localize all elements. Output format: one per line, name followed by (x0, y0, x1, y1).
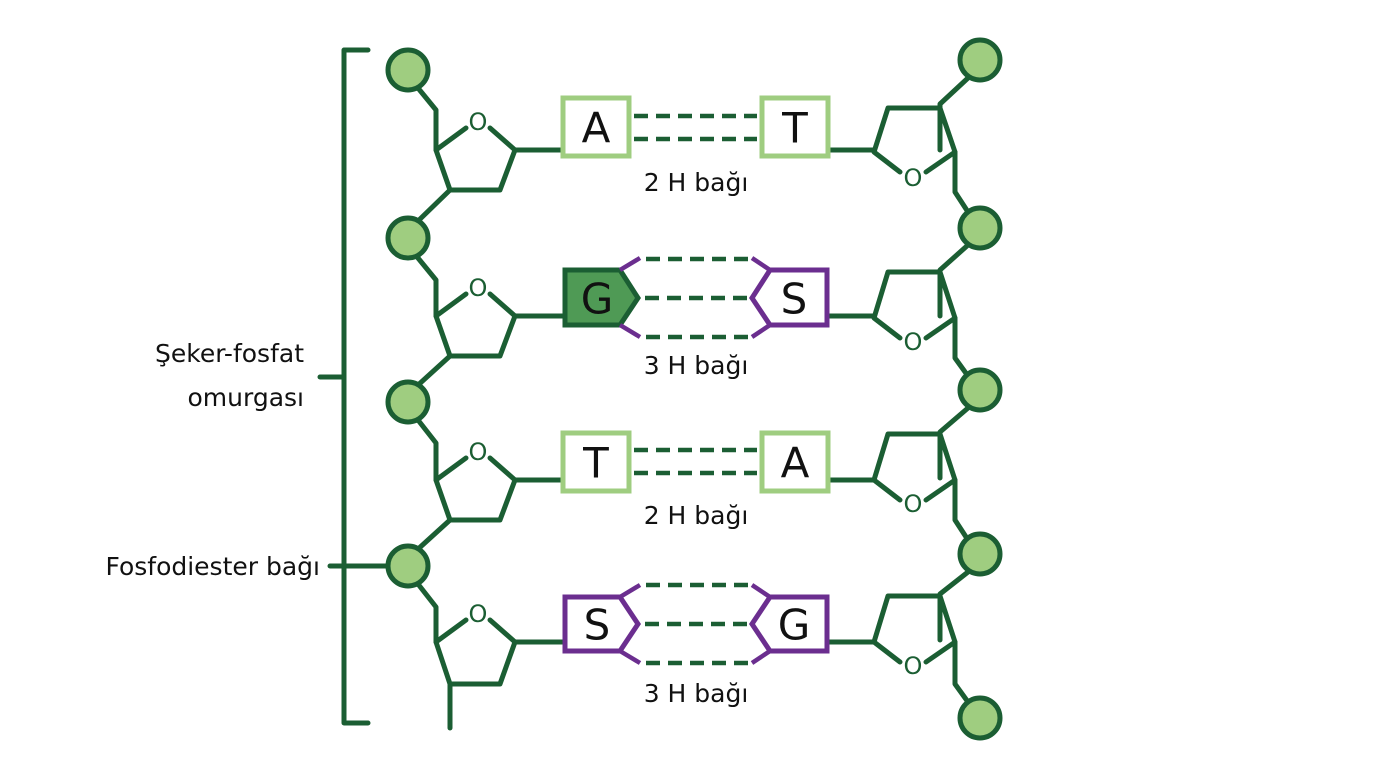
h-bond-label: 3 H bağı (644, 679, 749, 708)
phosphodiester-label: Fosfodiester bağı (105, 552, 320, 581)
base-pair-2: G S 3 H bağı (512, 256, 877, 380)
base-pair-3: T A 2 H bağı (512, 430, 877, 530)
h-bond-label: 3 H bağı (644, 351, 749, 380)
base-adenine-box (759, 430, 831, 494)
h-bond-label: 2 H bağı (644, 501, 749, 530)
phosphate-group (385, 543, 431, 589)
ring-oxygen: O (904, 328, 923, 356)
base-pair-4: S G 3 H bağı (512, 582, 877, 708)
h-bond-label: 2 H bağı (644, 168, 749, 197)
right-strand: O O O O (871, 37, 1003, 741)
phosphate-group (957, 531, 1003, 577)
backbone-bracket (317, 47, 371, 726)
ring-oxygen: O (904, 652, 923, 680)
ring-oxygen: O (904, 490, 923, 518)
phosphate-group (957, 695, 1003, 741)
base-letter-left: T (582, 439, 609, 488)
ring-oxygen: O (469, 108, 488, 136)
base-letter-right: T (781, 104, 808, 153)
base-cytosine-box (562, 594, 642, 654)
left-strand: O O O O (385, 47, 518, 731)
backbone-label-line1: Şeker-fosfat (155, 339, 304, 368)
phosphate-group (957, 367, 1003, 413)
base-letter-right: S (781, 275, 808, 324)
ring-oxygen: O (469, 438, 488, 466)
ring-oxygen: O (469, 600, 488, 628)
base-thymine-box (759, 95, 831, 159)
phosphate-group (385, 379, 431, 425)
phosphate-group (957, 205, 1003, 251)
ring-oxygen: O (904, 164, 923, 192)
sugar-ring: O (433, 438, 518, 523)
base-guanine-box (748, 594, 830, 654)
base-letter-left: A (582, 104, 611, 153)
backbone-label-line2: omurgası (188, 383, 305, 412)
sugar-ring: O (871, 593, 958, 680)
base-cytosine-box (749, 267, 830, 328)
base-letter-left: S (584, 601, 611, 650)
base-thymine-box (560, 430, 632, 494)
base-guanine-box (562, 267, 641, 328)
phosphate-group (957, 37, 1003, 83)
base-pair-1: A T 2 H bağı (512, 95, 877, 197)
sugar-ring: O (433, 600, 518, 687)
sugar-ring: O (433, 108, 518, 193)
phosphate-group (385, 47, 431, 93)
base-letter-right: G (778, 601, 811, 650)
sugar-ring: O (871, 431, 958, 518)
sugar-ring: O (871, 269, 958, 356)
sugar-ring: O (871, 105, 958, 192)
phosphate-group (385, 215, 431, 261)
sugar-ring: O (433, 274, 518, 359)
base-letter-left: G (581, 275, 614, 324)
base-adenine-box (560, 95, 632, 159)
ring-oxygen: O (469, 274, 488, 302)
base-letter-right: A (781, 439, 810, 488)
